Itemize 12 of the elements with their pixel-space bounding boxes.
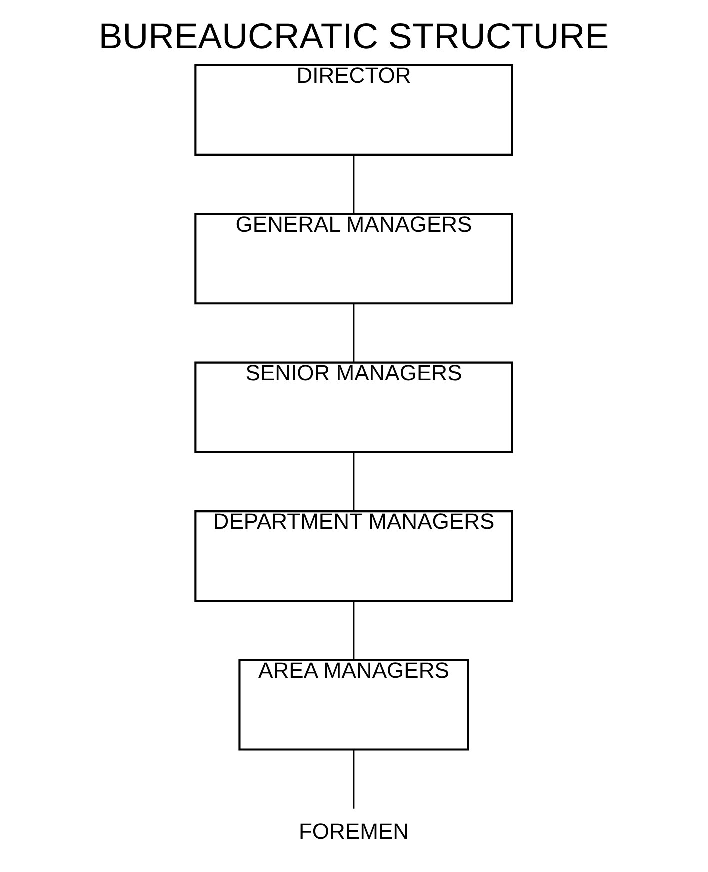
node-box: SENIOR MANAGERS xyxy=(194,361,514,453)
diagram-title: BUREAUCRATIC STRUCTURE xyxy=(98,16,610,56)
connector xyxy=(353,750,355,808)
connector xyxy=(353,600,355,660)
connector xyxy=(353,154,355,214)
node-text: FOREMEN xyxy=(298,818,410,844)
connector xyxy=(353,452,355,511)
node-box: AREA MANAGERS xyxy=(238,658,470,750)
node-box: DIRECTOR xyxy=(194,64,514,156)
node-box: GENERAL MANAGERS xyxy=(194,212,514,304)
node-box: DEPARTMENT MANAGERS xyxy=(194,510,514,602)
connector xyxy=(353,303,355,362)
